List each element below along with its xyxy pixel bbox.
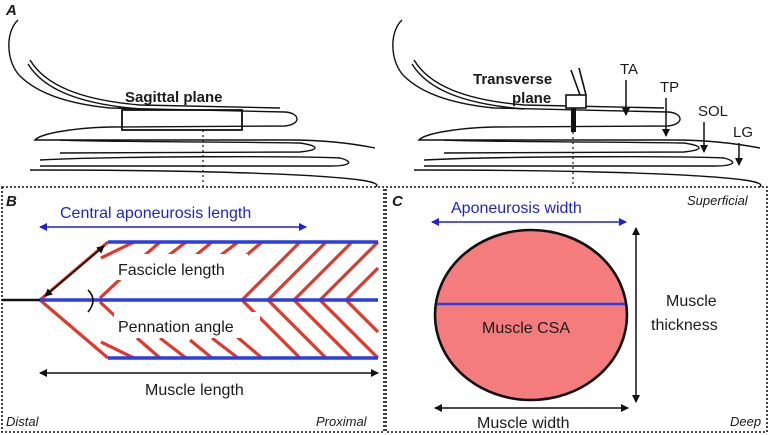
distal-label: Distal [6, 414, 40, 429]
panel-b-label: B [6, 193, 17, 210]
ultrasound-probe-icon [565, 67, 587, 132]
muscle-csa-label: Muscle CSA [482, 320, 570, 337]
fascicles [38, 240, 380, 360]
panel-c-frame [385, 186, 768, 433]
sagittal-plane-label: Sagittal plane [125, 89, 223, 106]
fascicle-length-label: Fascicle length [118, 262, 225, 279]
pennation-angle-arc [87, 289, 94, 313]
muscle-thickness-label-line1: Muscle [666, 293, 717, 310]
leg-left-outline [8, 19, 378, 188]
muscle-cross-section [433, 228, 629, 402]
panel-b-frame [1, 186, 385, 433]
fascicle-length-arrow [44, 245, 105, 297]
fascicle-length-bg [114, 254, 248, 280]
central-aponeurosis-length-label: Central aponeurosis length [60, 205, 251, 222]
muscle-label-ta: TA [620, 61, 638, 78]
pennation-angle-bg [114, 312, 260, 338]
muscle-width-label: Muscle width [477, 415, 569, 432]
muscle-thickness-label-line2: thickness [651, 317, 718, 334]
muscle-length-label: Muscle length [145, 382, 244, 399]
muscle-label-lg: LG [733, 124, 753, 141]
panel-c-label: C [392, 193, 404, 210]
transverse-plane-label-line2: plane [512, 90, 551, 107]
muscle-label-tp: TP [660, 79, 679, 96]
transverse-plane-label-line1: Transverse [473, 71, 552, 88]
deep-label: Deep [730, 414, 761, 429]
panel-a-label: A [5, 2, 17, 19]
superficial-label: Superficial [687, 193, 749, 208]
proximal-label: Proximal [316, 414, 368, 429]
aponeurosis-width-label: Aponeurosis width [451, 200, 582, 217]
leg-right-outline [392, 19, 762, 188]
pennation-angle-label: Pennation angle [118, 319, 234, 336]
muscle-label-sol: SOL [698, 103, 728, 120]
sagittal-plane-box [121, 109, 243, 131]
